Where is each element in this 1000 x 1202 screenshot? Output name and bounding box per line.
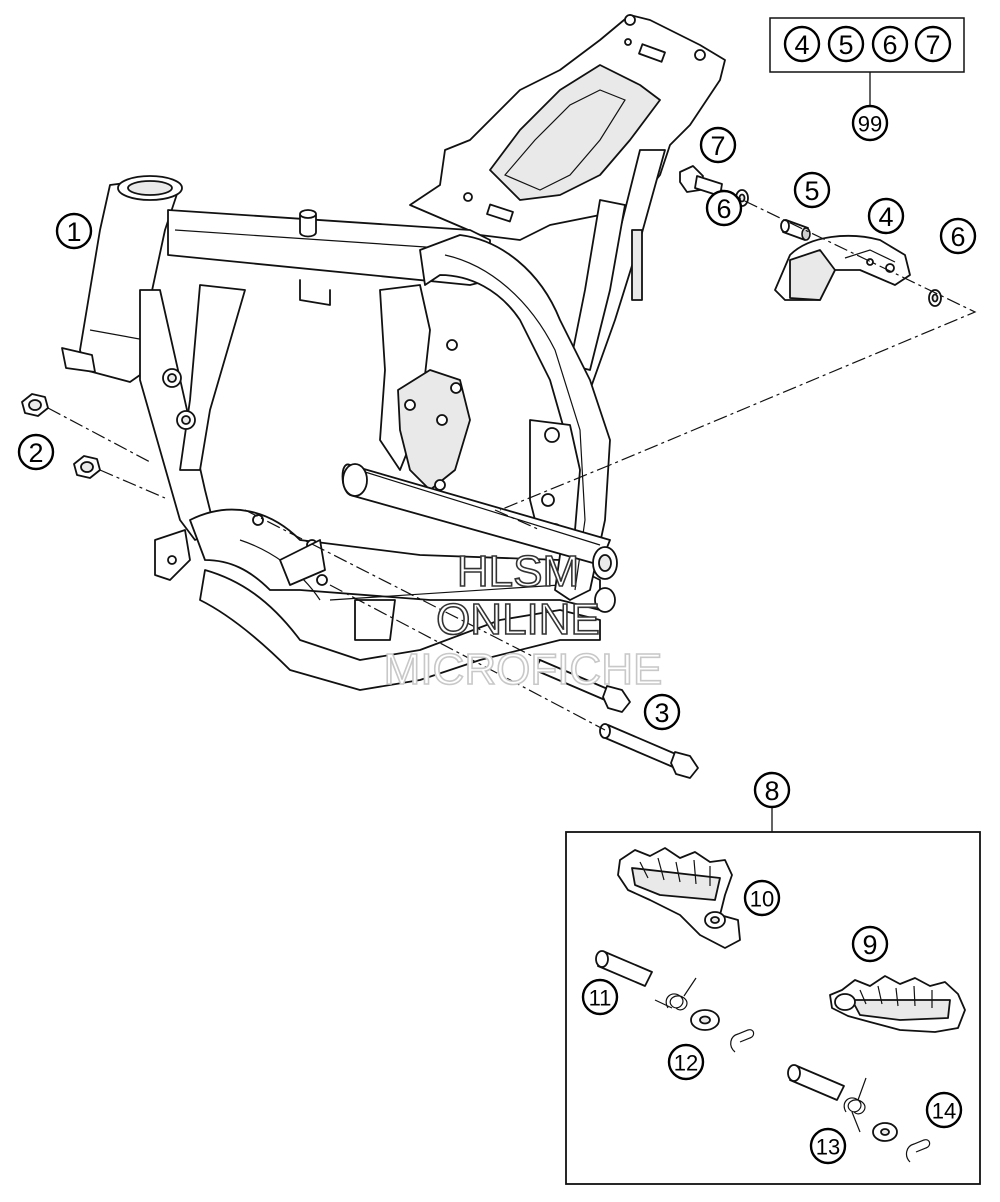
callout-7-top[interactable]: 7: [699, 126, 737, 164]
callout-13-label: 13: [816, 1135, 840, 1160]
footpeg-left[interactable]: [617, 847, 741, 949]
callout-99-label: 99: [858, 112, 882, 137]
callout-99[interactable]: 99: [851, 104, 889, 142]
callout-7-box-label: 7: [925, 30, 940, 60]
callout-11-label: 11: [589, 986, 612, 1011]
callout-4-mid-label: 4: [878, 202, 893, 232]
cotter-pin-right[interactable]: [905, 1139, 931, 1163]
callout-4-mid[interactable]: 4: [867, 197, 905, 235]
callout-6-box-label: 6: [882, 30, 897, 60]
callout-6-lower[interactable]: 6: [939, 217, 977, 255]
pin-left[interactable]: [595, 950, 653, 987]
watermark-line-1: HLSM: [457, 547, 579, 596]
callout-6-upper-label: 6: [716, 194, 731, 224]
washer-right[interactable]: [872, 1122, 898, 1142]
callout-9-label: 9: [862, 930, 877, 960]
screw-7[interactable]: [679, 165, 723, 197]
callout-6-lower-label: 6: [950, 222, 965, 252]
callout-1[interactable]: 1: [55, 212, 93, 250]
callout-9[interactable]: 9: [851, 925, 889, 963]
spring-left[interactable]: [654, 977, 697, 1011]
frame[interactable]: [61, 14, 726, 691]
assembly-lines: [47, 72, 977, 832]
watermark: HLSM ONLINE MICROFICHE: [383, 546, 663, 695]
callout-5-box[interactable]: 5: [827, 25, 865, 63]
callout-5-box-label: 5: [838, 30, 853, 60]
bolt-lower[interactable]: [599, 723, 699, 779]
callout-6-upper[interactable]: 6: [705, 189, 743, 227]
callout-4-box-label: 4: [794, 30, 809, 60]
callout-7-top-label: 7: [710, 131, 725, 161]
washer-left[interactable]: [690, 1009, 720, 1031]
nut-upper[interactable]: [21, 393, 49, 417]
callout-12[interactable]: 12: [667, 1043, 705, 1081]
callout-7-box[interactable]: 7: [914, 25, 952, 63]
callout-3[interactable]: 3: [643, 693, 681, 731]
callout-11[interactable]: 11: [581, 978, 619, 1016]
callout-4-box[interactable]: 4: [783, 25, 821, 63]
callout-3-label: 3: [654, 698, 669, 728]
pin-right[interactable]: [787, 1064, 845, 1101]
callout-14-label: 14: [932, 1099, 956, 1124]
callout-14[interactable]: 14: [925, 1091, 963, 1129]
callout-5-mid[interactable]: 5: [793, 171, 831, 209]
callout-5-mid-label: 5: [804, 176, 819, 206]
nut-lower[interactable]: [73, 455, 101, 479]
watermark-line-3: MICROFICHE: [384, 645, 663, 694]
callout-10[interactable]: 10: [743, 879, 781, 917]
callout-8-label: 8: [764, 776, 779, 806]
footpeg-right[interactable]: [829, 975, 966, 1033]
washer-6-lower[interactable]: [928, 289, 942, 307]
callout-8[interactable]: 8: [753, 771, 791, 809]
callout-2[interactable]: 2: [17, 433, 55, 471]
callout-2-label: 2: [28, 438, 43, 468]
callout-6-box[interactable]: 6: [871, 25, 909, 63]
cotter-pin-left[interactable]: [730, 1029, 755, 1053]
callout-13[interactable]: 13: [809, 1127, 847, 1165]
callout-10-label: 10: [750, 887, 774, 912]
stop-bracket-4[interactable]: [774, 235, 911, 301]
spring-right[interactable]: [843, 1077, 867, 1133]
bushing-5[interactable]: [780, 219, 811, 241]
callout-12-label: 12: [674, 1051, 698, 1076]
watermark-line-2: ONLINE: [436, 595, 600, 644]
callout-1-label: 1: [66, 217, 81, 247]
bolt-upper[interactable]: [534, 659, 631, 713]
